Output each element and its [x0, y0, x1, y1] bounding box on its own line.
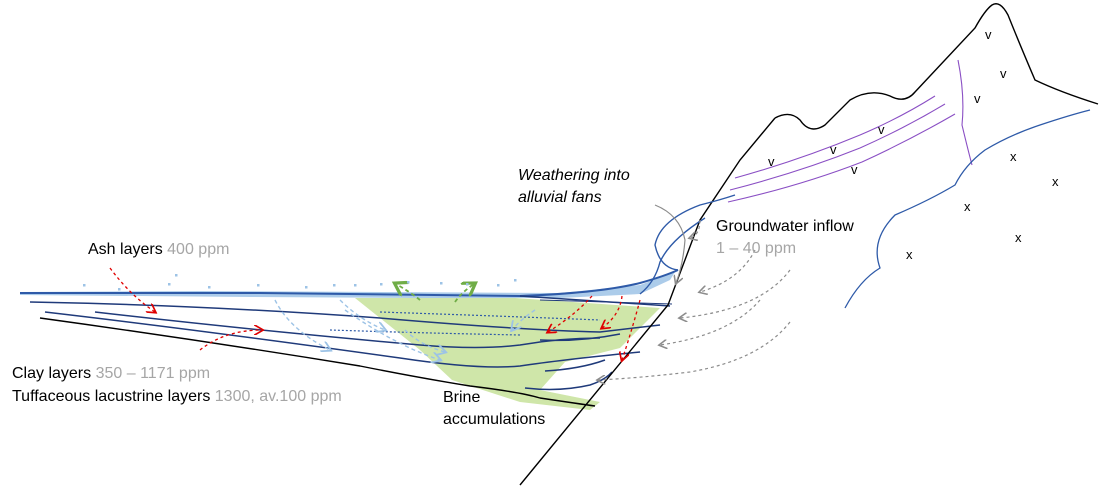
- red-release-arrows: [109, 267, 641, 360]
- plutonic-symbol: x: [964, 199, 971, 214]
- inflow-channels: [639, 194, 736, 295]
- groundwater-title: Groundwater inflow: [716, 218, 854, 235]
- volcanic-symbol: v: [851, 162, 858, 177]
- clay-value: 350 – 1171 ppm: [95, 365, 211, 382]
- dotted-layers: [329, 311, 601, 336]
- seepage-arrows: [274, 299, 536, 360]
- ash-layers-label: Ash layers 400 ppm: [88, 240, 229, 260]
- volcanic-symbol: v: [830, 142, 837, 157]
- plutonic-symbol: x: [1010, 149, 1017, 164]
- clay-layers-label: Clay layers 350 – 1171 ppm: [12, 364, 210, 384]
- volcanic-strata: [727, 59, 973, 203]
- volcanic-symbol: v: [985, 27, 992, 42]
- basin-floor: [39, 317, 596, 407]
- groundwater-arrows: [598, 204, 791, 380]
- brine-accumulations-label: Brine accumulations: [443, 389, 546, 428]
- groundwater-inflow-label: Groundwater inflow: [716, 217, 854, 237]
- clay-title: Clay layers: [12, 365, 92, 382]
- weathering-label: Weathering into alluvial fans: [518, 167, 630, 206]
- ash-title: Ash layers: [88, 241, 163, 258]
- brine-accumulation-zone: [355, 298, 660, 410]
- ash-value: 400 ppm: [167, 241, 230, 258]
- volcanic-symbol: v: [878, 122, 885, 137]
- volcanic-symbol: v: [768, 154, 775, 169]
- tuff-value: 1300, av.100 ppm: [214, 388, 342, 405]
- evaporation-arrows: [396, 284, 474, 303]
- plutonic-symbol: x: [906, 247, 913, 262]
- plutonic-symbol: x: [1052, 174, 1059, 189]
- tuffaceous-layers-label: Tuffaceous lacustrine layers 1300, av.10…: [12, 387, 342, 407]
- mountain-profile: [774, 3, 1099, 130]
- salar-surface-line: [20, 269, 679, 298]
- surface-water-body: [20, 272, 675, 298]
- tuff-title: Tuffaceous lacustrine layers: [12, 388, 211, 405]
- surface-dots: [83, 274, 517, 291]
- geological-contact: [844, 109, 1091, 309]
- volcanic-symbol: v: [974, 91, 981, 106]
- plutonic-symbol: x: [1015, 230, 1022, 245]
- groundwater-value: 1 – 40 ppm: [716, 240, 797, 257]
- volcanic-symbol: v: [1000, 66, 1007, 81]
